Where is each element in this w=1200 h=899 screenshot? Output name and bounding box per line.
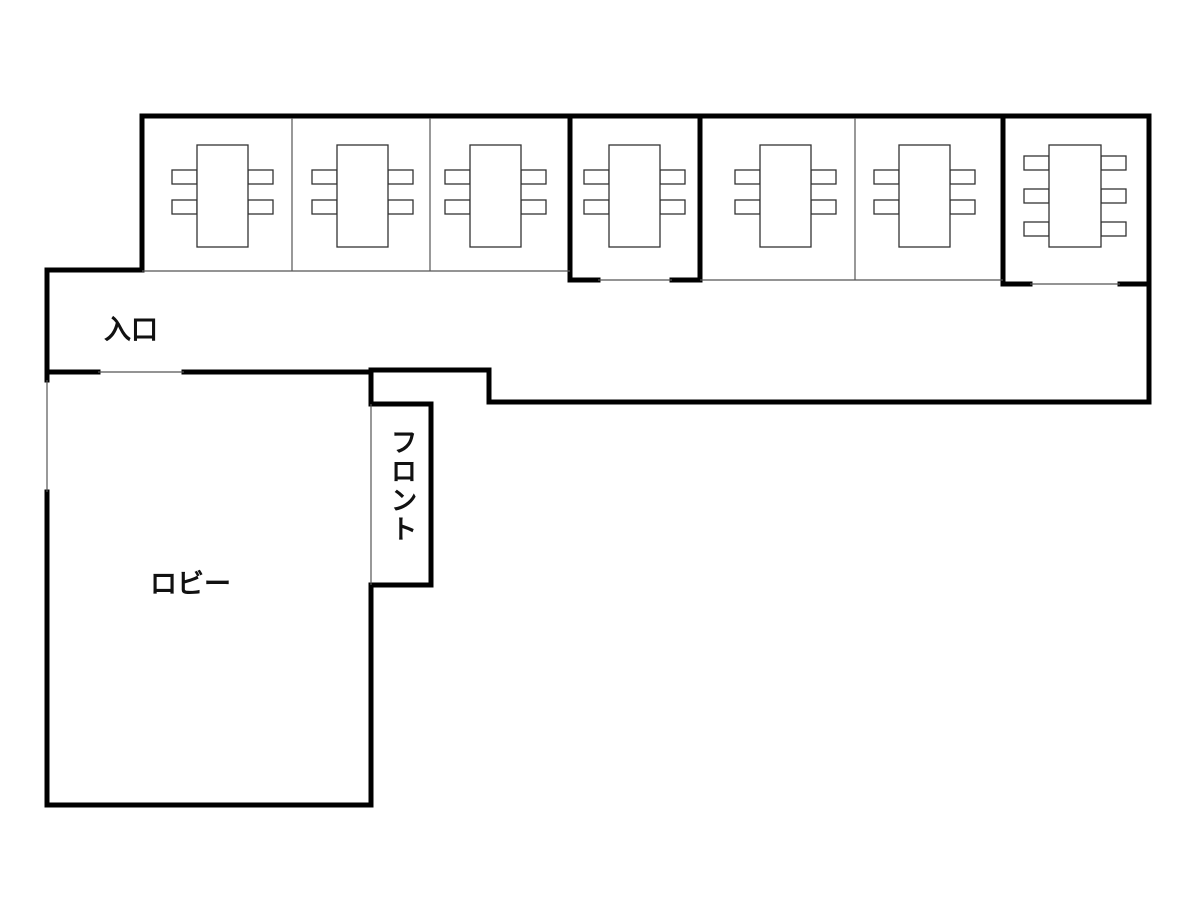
chair — [949, 169, 976, 185]
table — [759, 144, 812, 248]
table — [608, 144, 661, 248]
chair — [583, 199, 610, 215]
chair — [444, 199, 471, 215]
partitions — [46, 118, 1120, 585]
chair — [247, 169, 274, 185]
table-room-1 — [171, 144, 274, 248]
chair — [1023, 188, 1050, 204]
chair — [873, 169, 900, 185]
chair — [311, 169, 338, 185]
chair — [810, 169, 837, 185]
table — [1048, 144, 1102, 248]
chair — [1100, 188, 1127, 204]
front-desk-label: フロント — [386, 428, 417, 544]
chair — [387, 199, 414, 215]
chair — [520, 169, 547, 185]
chair — [311, 199, 338, 215]
table — [196, 144, 249, 248]
chair — [520, 199, 547, 215]
lobby-label: ロビー — [150, 569, 231, 600]
chair — [659, 199, 686, 215]
chair — [171, 169, 198, 185]
chair — [247, 199, 274, 215]
furniture — [171, 144, 1127, 248]
table — [469, 144, 522, 248]
table — [898, 144, 951, 248]
chair — [734, 169, 761, 185]
chair — [171, 199, 198, 215]
chair — [734, 199, 761, 215]
chair — [810, 199, 837, 215]
table — [336, 144, 389, 248]
table-room-5 — [734, 144, 837, 248]
chair — [1100, 155, 1127, 171]
chair — [1023, 155, 1050, 171]
table-room-7 — [1023, 144, 1127, 248]
chair — [1100, 221, 1127, 237]
walls — [44, 113, 1152, 808]
table-room-4 — [583, 144, 686, 248]
chair — [387, 169, 414, 185]
table-room-6 — [873, 144, 976, 248]
chair — [583, 169, 610, 185]
entrance-label: 入口 — [104, 315, 158, 346]
table-room-3 — [444, 144, 547, 248]
chair — [444, 169, 471, 185]
chair — [873, 199, 900, 215]
chair — [1023, 221, 1050, 237]
chair — [949, 199, 976, 215]
table-room-2 — [311, 144, 414, 248]
chair — [659, 169, 686, 185]
